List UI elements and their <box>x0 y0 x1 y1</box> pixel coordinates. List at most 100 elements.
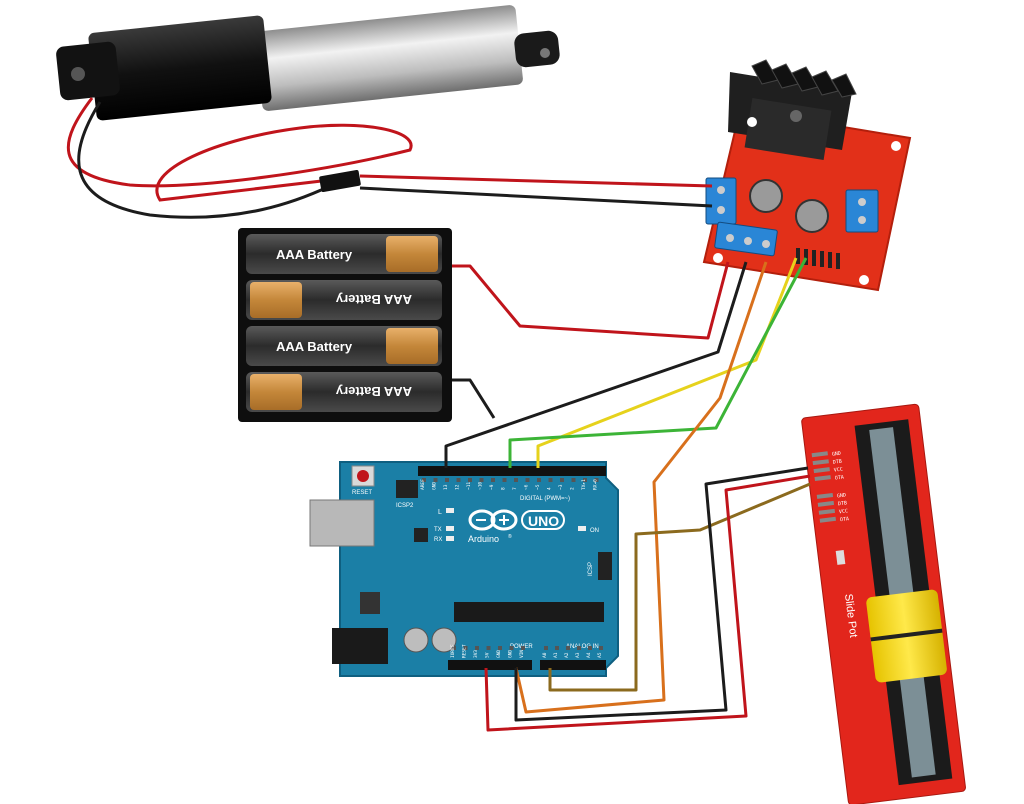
pin-socket <box>475 646 479 650</box>
actuator-connector <box>319 169 361 193</box>
wire-pot-gnd-to-arduino-gnd <box>514 466 809 722</box>
cell-label: AAA Battery <box>335 384 412 399</box>
led-l-label: L <box>438 509 442 516</box>
wire-driver-orange-to-5v <box>514 261 768 714</box>
led-rx-label: RX <box>434 537 442 543</box>
motor-driver-board <box>702 59 912 292</box>
pin-socket <box>583 478 587 482</box>
pin-socket <box>422 478 426 482</box>
cell-label: AAA Battery <box>276 247 353 262</box>
pin-socket <box>486 646 491 650</box>
pin-label: VIN <box>519 650 525 658</box>
pin-socket <box>491 478 495 482</box>
driver-terminal-out2 <box>845 189 879 233</box>
pin-label: 2 <box>570 487 576 490</box>
actuator-tube <box>255 5 523 111</box>
pin-socket <box>544 646 548 650</box>
pot-smd-resistor <box>835 550 846 565</box>
reset-label: RESET <box>352 490 372 496</box>
pot-label: Slide Pot <box>842 593 859 638</box>
led-tx-label: TX <box>434 527 442 533</box>
wire-pot-dtb-to-a0 <box>548 482 811 692</box>
digital-label: DIGITAL (PWM=~) <box>520 496 570 502</box>
pin-label: 7 <box>512 487 518 490</box>
battery-cell: AAA Battery <box>246 372 442 412</box>
pin-label: 5V <box>485 652 491 658</box>
pot-pin-label: OTA <box>840 516 850 523</box>
pot-header-top <box>811 451 831 482</box>
terminal-screw <box>762 240 770 248</box>
pin-socket <box>537 478 541 482</box>
analog-label: ANALOG IN <box>566 644 599 650</box>
driver-mount-hole <box>859 275 869 285</box>
pin-socket <box>498 646 502 650</box>
arduino-logo <box>468 509 518 531</box>
icsp2-label: ICSP2 <box>396 503 414 509</box>
pin-label: GND <box>432 482 438 490</box>
pot-pin-label: VCC <box>839 508 849 515</box>
cell-cap <box>250 282 302 318</box>
pin-label: A5 <box>597 652 603 658</box>
wire-pot-vcc-to-arduino <box>484 474 811 732</box>
pin-label: 8 <box>501 487 507 490</box>
pin-socket <box>463 646 468 650</box>
driver-mount-hole <box>713 253 723 263</box>
actuator-rear-hole <box>71 67 85 81</box>
on-label: ON <box>590 528 599 534</box>
pin-socket <box>599 646 603 650</box>
terminal-screw <box>717 186 725 194</box>
wires <box>359 174 811 732</box>
pin-socket <box>452 646 456 650</box>
digital-header <box>418 466 606 476</box>
pot-pin-label: OTA <box>835 475 845 482</box>
pin-socket <box>571 478 576 482</box>
uno-label: UNO <box>528 513 559 529</box>
pot-pin-label: DTB <box>833 459 843 466</box>
wire-actuator-red-to-driver <box>359 174 713 188</box>
analog-header <box>540 660 606 670</box>
driver-header-pins <box>796 248 840 269</box>
linear-actuator <box>56 5 560 219</box>
capacitor-2 <box>431 627 457 653</box>
cell-cap <box>386 328 438 364</box>
arduino-trademark: ® <box>508 533 512 540</box>
uno-badge <box>521 510 565 530</box>
pot-knob-line <box>870 628 943 642</box>
pin-socket <box>468 478 472 482</box>
driver-mount-hole <box>747 117 757 127</box>
driver-chip <box>744 98 832 160</box>
pin-label: AREF <box>420 479 426 490</box>
wire-driver-in-yellow-to-pin5 <box>536 257 798 468</box>
terminal-screw <box>717 206 725 214</box>
pin-socket <box>521 646 525 650</box>
pin-label: RESET <box>462 644 468 658</box>
pin-socket <box>456 478 461 482</box>
pin-label: ~9 <box>489 484 495 490</box>
actuator-mount-hole <box>540 48 550 58</box>
icsp-header <box>598 552 612 580</box>
pin-label: GND <box>508 650 514 658</box>
pin-label: 13 <box>443 484 449 490</box>
terminal-screw <box>744 237 752 245</box>
battery-cell: AAA Battery <box>246 234 442 274</box>
reset-button-cap[interactable] <box>357 470 369 482</box>
battery-cell: AAA Battery <box>246 326 442 366</box>
pin-socket <box>594 478 599 482</box>
pin-socket <box>560 478 564 482</box>
pin-label: 12 <box>455 484 461 490</box>
pot-pin-label: VCC <box>834 467 844 474</box>
pin-label: ~5 <box>535 484 541 490</box>
pin-label: A1 <box>553 652 559 658</box>
terminal-screw <box>858 216 866 224</box>
pin-socket <box>525 478 530 482</box>
driver-mount-hole <box>891 141 901 151</box>
pin-label: ~11 <box>466 482 472 490</box>
wire-driver-gnd-to-arduino <box>444 261 748 468</box>
wire-battery-positive-to-driver <box>452 261 730 340</box>
pot-pin-label: DTB <box>838 500 848 507</box>
